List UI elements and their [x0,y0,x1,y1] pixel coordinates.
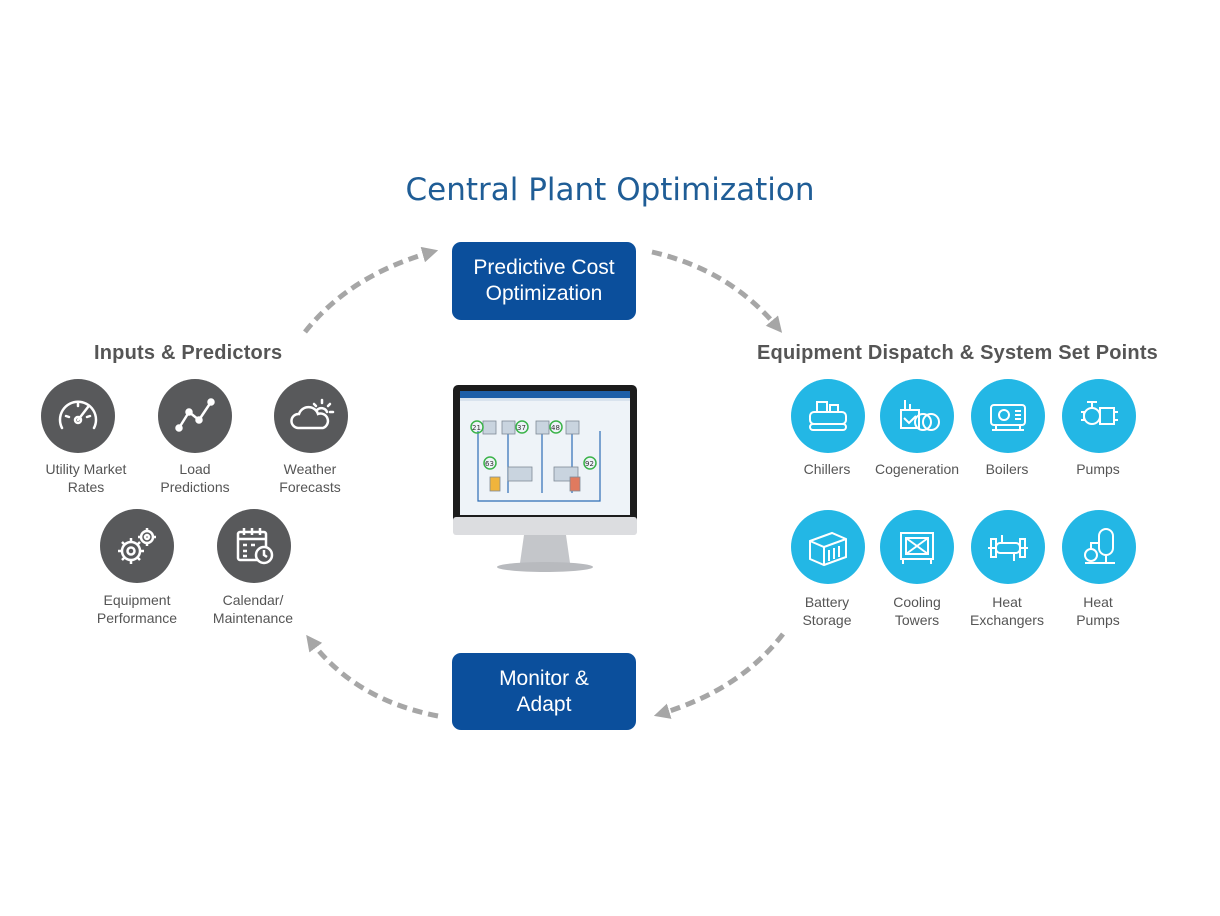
arrow-equipment-to-monitor [653,632,785,719]
chillers-label: Chillers [803,461,851,477]
diagram-title: Central Plant Optimization [405,172,815,208]
pump-icon [1062,379,1136,453]
arrow-monitor-to-inputs [306,634,439,719]
heat-pumps-label: Heat Pumps [1076,594,1120,628]
pumps-label: Pumps [1076,461,1120,477]
equipment-heading: Equipment Dispatch & System Set Points [757,342,1159,364]
battery-storage-icon [791,510,865,584]
monitor-value-2: 37 [517,424,526,432]
calendar-maintenance-label: Calendar/ Maintenance [212,592,294,626]
monitor-adapt-box: Monitor & Adapt [452,653,636,730]
gears-icon [100,509,174,583]
monitor-value-3: 48 [551,424,560,432]
battery-storage-label: Battery Storage [802,594,852,628]
line-chart-icon [158,379,232,453]
heat-pump-icon [1062,510,1136,584]
cogeneration-icon [880,379,954,453]
equipment-performance-label: Equipment Performance [96,592,178,626]
monitor-illustration: 21 37 48 63 92 [453,385,637,572]
predictive-cost-optimization-box: Predictive Cost Optimization [452,242,636,320]
boiler-icon [971,379,1045,453]
cogeneration-label: Cogeneration [874,461,960,477]
cooling-tower-icon [880,510,954,584]
boilers-label: Boilers [985,461,1029,477]
utility-market-rates-label: Utility Market Rates [45,461,127,495]
arrow-optimization-to-equipment [651,249,783,333]
monitor-value-4: 63 [485,460,494,468]
partly-cloudy-icon [274,379,348,453]
inputs-heading: Inputs & Predictors [94,342,283,364]
heat-exchangers-label: Heat Exchangers [970,594,1044,628]
weather-forecasts-label: Weather Forecasts [279,461,341,495]
load-predictions-label: Load Predictions [160,461,230,495]
cooling-towers-label: Cooling Towers [893,594,941,628]
heat-exchanger-icon [971,510,1045,584]
arrow-inputs-to-optimization [303,246,439,334]
chiller-icon [791,379,865,453]
calendar-clock-icon [217,509,291,583]
monitor-value-1: 21 [472,424,481,432]
speedometer-icon [41,379,115,453]
monitor-value-5: 92 [585,460,594,468]
